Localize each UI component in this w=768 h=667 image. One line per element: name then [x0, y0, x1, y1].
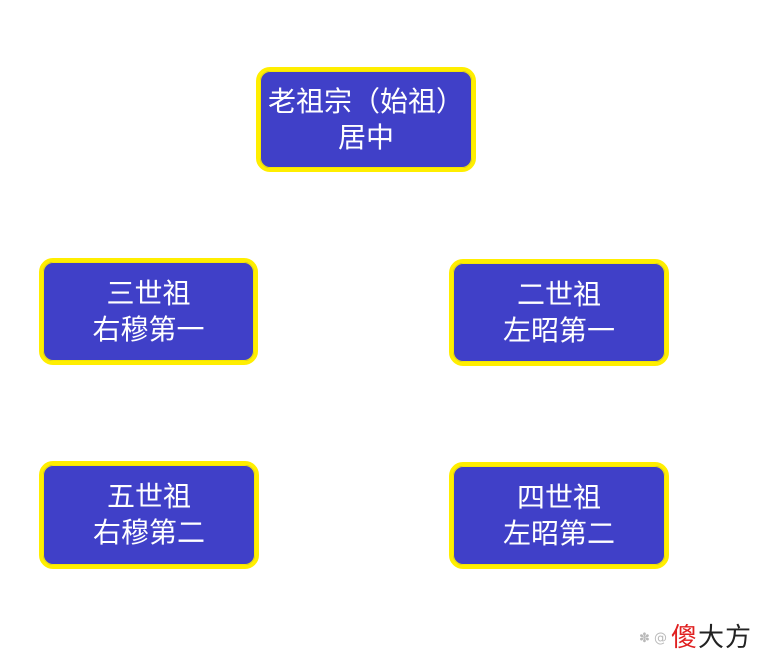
node-root-title: 老祖宗（始祖） [267, 84, 464, 118]
node-fifth-generation-position: 右穆第二 [92, 516, 205, 549]
watermark-brand: 傻大方 [671, 623, 752, 653]
node-second-generation: 二世祖 左昭第一 [449, 259, 669, 366]
node-fifth-generation-title: 五世祖 [106, 480, 191, 513]
node-root-ancestor: 老祖宗（始祖） 居中 [256, 67, 476, 172]
node-third-generation: 三世祖 右穆第一 [39, 258, 258, 365]
watermark-brand-rest: 大方 [697, 623, 752, 653]
node-root-position: 居中 [337, 120, 394, 154]
node-fifth-generation: 五世祖 右穆第二 [39, 461, 259, 569]
node-third-generation-title: 三世祖 [106, 276, 191, 310]
node-second-generation-title: 二世祖 [516, 277, 601, 311]
node-fourth-generation-position: 左昭第二 [502, 516, 615, 550]
node-second-generation-position: 左昭第一 [502, 313, 615, 347]
node-fourth-generation-title: 四世祖 [516, 480, 601, 514]
node-fourth-generation: 四世祖 左昭第二 [449, 462, 669, 569]
watermark-brand-first-char: 傻 [670, 623, 698, 653]
watermark-paw-icon: ✽ @ [638, 630, 667, 646]
watermark: ✽ @ 傻大方 [639, 623, 752, 653]
node-third-generation-position: 右穆第一 [92, 312, 205, 346]
